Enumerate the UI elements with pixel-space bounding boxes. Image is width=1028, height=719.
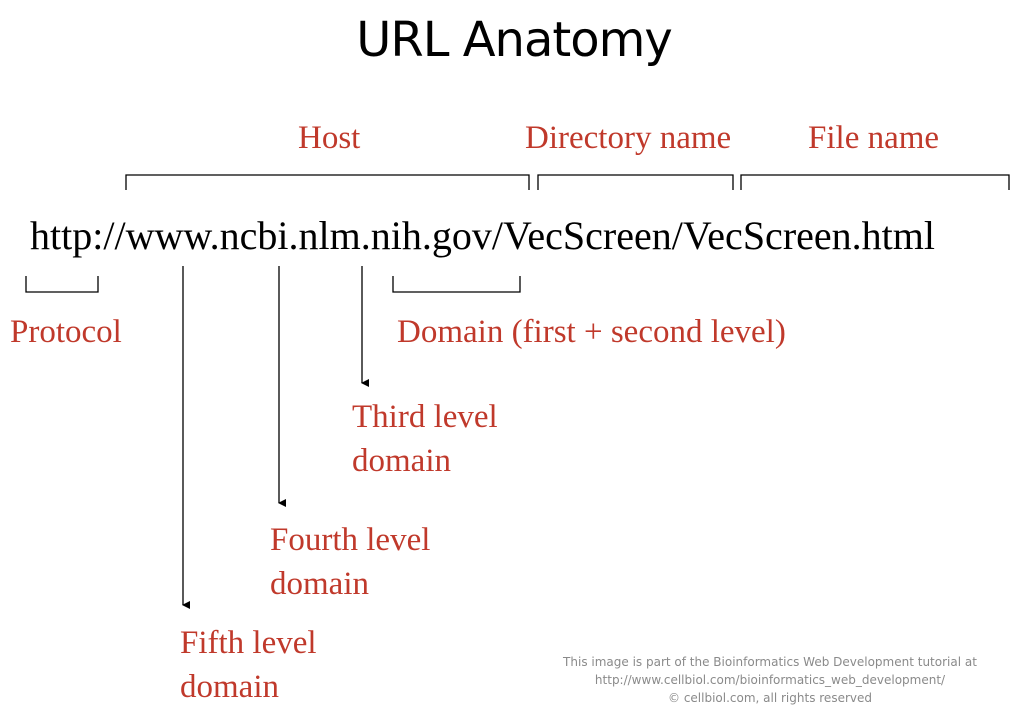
domain-label: Domain (first + second level): [397, 314, 786, 350]
file-bracket: [740, 174, 1010, 190]
fourth-level-domain-label: Fourth level domain: [270, 518, 430, 606]
third-level-line2: domain: [352, 443, 451, 479]
note-line2: http://www.cellbiol.com/bioinformatics_w…: [594, 673, 946, 687]
fourth-level-line2: domain: [270, 566, 369, 602]
fifth-level-line2: domain: [180, 669, 279, 705]
note-line3: © cellbiol.com, all rights reserved: [668, 691, 872, 705]
copyright-note: This image is part of the Bioinformatics…: [520, 653, 1020, 707]
fourth-level-line1: Fourth level: [270, 522, 431, 558]
host-bracket: [125, 174, 530, 190]
fifth-level-domain-label: Fifth level domain: [180, 621, 317, 709]
protocol-bracket: [25, 276, 99, 293]
domain-bracket: [392, 276, 521, 293]
url-text: http://www.ncbi.nlm.nih.gov/VecScreen/Ve…: [30, 213, 935, 258]
protocol-label: Protocol: [10, 314, 122, 350]
third-level-line1: Third level: [352, 399, 498, 435]
third-level-domain-label: Third level domain: [352, 395, 498, 483]
diagram-title: URL Anatomy: [356, 12, 673, 68]
host-label: Host: [298, 120, 361, 156]
note-line1: This image is part of the Bioinformatics…: [563, 655, 977, 669]
fifth-level-line1: Fifth level: [180, 625, 317, 661]
directory-name-label: Directory name: [525, 120, 732, 156]
directory-bracket: [537, 174, 734, 190]
file-name-label: File name: [808, 120, 940, 156]
